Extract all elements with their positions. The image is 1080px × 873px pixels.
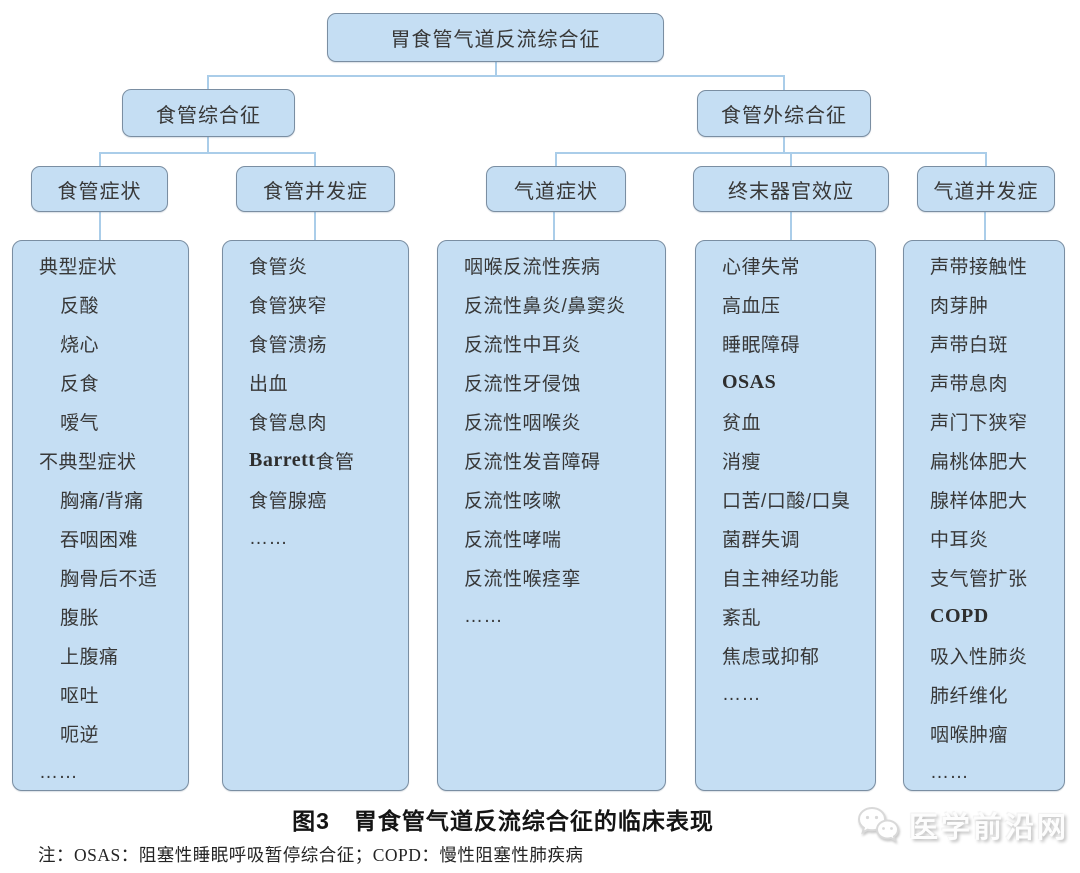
list-item: 声带息肉: [930, 374, 1009, 395]
list-end-organ-effects: 心律失常高血压睡眠障碍 OSAS 贫血消瘦口苦/口酸/口臭菌群失调自主神经功能紊乱焦…: [695, 240, 876, 791]
watermark-text: 医学前沿网: [909, 812, 1070, 844]
figure-title: 胃食管气道反流综合征的临床表现: [353, 808, 714, 834]
header-esophageal-symptoms: 食管症状: [31, 166, 168, 212]
header-end-organ-effects: 终末器官效应: [693, 166, 889, 212]
list-item: 扁桃体肥大: [930, 452, 1028, 473]
list-item: 中耳炎: [930, 530, 989, 551]
connector-line: [100, 152, 316, 154]
list-item: 自主神经功能: [722, 569, 840, 590]
list-item: ……: [722, 683, 761, 705]
node-root: 胃食管气道反流综合征: [327, 13, 664, 62]
list-item: 声门下狭窄: [930, 413, 1028, 434]
list-esophageal-symptoms: 典型症状反酸烧心反食嗳气不典型症状胸痛/背痛吞咽困难胸骨后不适腹胀上腹痛呕吐呃逆…: [12, 240, 189, 791]
list-item: OSAS: [722, 363, 875, 402]
list-item: 反流性咽喉炎: [464, 413, 582, 434]
list-item: ……: [464, 605, 503, 627]
list-item: 呕吐: [60, 686, 100, 707]
list-item: 典型症状: [39, 257, 118, 278]
list-item: 口苦/口酸/口臭: [722, 491, 851, 512]
connector-line: [99, 152, 101, 167]
latin-term: OSAS: [722, 371, 777, 393]
list-item: 反流性喉痉挛: [464, 569, 582, 590]
list-item: 食管溃疡: [249, 335, 328, 356]
latin-term: COPD: [930, 605, 989, 627]
connector-line: [556, 152, 987, 154]
list-item: 反流性中耳炎: [464, 335, 582, 356]
node-esophageal-syndrome: 食管综合征: [122, 89, 295, 137]
list-item: 上腹痛: [60, 647, 119, 668]
list-item: 腹胀: [60, 608, 100, 629]
list-item: 腺样体肥大: [930, 491, 1028, 512]
list-item: 高血压: [722, 296, 781, 317]
connector-line: [783, 136, 785, 153]
list-item: 反流性鼻炎/鼻窦炎: [464, 296, 626, 317]
list-item: 反流性发音障碍: [464, 452, 601, 473]
connector-line: [314, 211, 316, 241]
connector-line: [495, 62, 497, 76]
list-item: 肉芽肿: [930, 296, 989, 317]
list-item: ……: [930, 761, 969, 783]
figure-caption: 图3 胃食管气道反流综合征的临床表现: [0, 802, 1006, 836]
node-extraesophageal-syndrome: 食管外综合征: [697, 90, 871, 137]
list-airway-complications: 声带接触性肉芽肿声带白斑声带息肉声门下狭窄扁桃体肥大腺样体肥大中耳炎支气管扩张 C…: [903, 240, 1065, 791]
list-item: 反流性牙侵蚀: [464, 374, 582, 395]
list-item: 吸入性肺炎: [930, 647, 1028, 668]
list-item: 肺纤维化: [930, 686, 1009, 707]
list-item: COPD: [930, 597, 1064, 636]
connector-line: [783, 75, 785, 91]
connector-line: [208, 75, 785, 77]
list-item: 支气管扩张: [930, 569, 1028, 590]
list-item: 睡眠障碍: [722, 335, 801, 356]
list-item: 胸痛/背痛: [60, 491, 144, 512]
header-airway-complications: 气道并发症: [917, 166, 1055, 212]
list-item: 咽喉肿瘤: [930, 725, 1009, 746]
list-item: 紊乱: [722, 608, 762, 629]
list-item: 焦虑或抑郁: [722, 647, 820, 668]
list-item: 食管炎: [249, 257, 308, 278]
list-item: 嗳气: [60, 413, 100, 434]
list-item: 不典型症状: [39, 452, 137, 473]
list-item: 声带白斑: [930, 335, 1009, 356]
connector-line: [99, 211, 101, 241]
list-item: 反食: [60, 374, 100, 395]
connector-line: [985, 152, 987, 167]
list-item: 反酸: [60, 296, 100, 317]
list-item: 吞咽困难: [60, 530, 139, 551]
header-esophageal-complications: 食管并发症: [236, 166, 395, 212]
list-item: ……: [249, 527, 288, 549]
list-item: 食管腺癌: [249, 491, 328, 512]
connector-line: [790, 211, 792, 241]
list-item: 反流性哮喘: [464, 530, 562, 551]
connector-line: [790, 152, 792, 167]
list-item: 心律失常: [722, 257, 801, 278]
connector-line: [553, 211, 555, 241]
list-item: 菌群失调: [722, 530, 801, 551]
list-item: 胸骨后不适: [60, 569, 158, 590]
list-item: 反流性咳嗽: [464, 491, 562, 512]
connector-line: [207, 75, 209, 90]
list-item: ……: [39, 761, 78, 783]
latin-term: Barrett: [249, 449, 316, 471]
list-item: 咽喉反流性疾病: [464, 257, 601, 278]
watermark: 医学前沿网: [855, 804, 1069, 846]
list-item: 烧心: [60, 335, 100, 356]
wechat-bubbles-icon: [855, 805, 901, 845]
list-item: 呃逆: [60, 725, 100, 746]
list-airway-symptoms: 咽喉反流性疾病反流性鼻炎/鼻窦炎反流性中耳炎反流性牙侵蚀反流性咽喉炎反流性发音障…: [437, 240, 666, 791]
list-item: 出血: [249, 374, 289, 395]
connector-line: [984, 211, 986, 241]
footnote: 注：OSAS：阻塞性睡眠呼吸暂停综合征；COPD：慢性阻塞性肺疾病: [38, 845, 584, 865]
header-airway-symptoms: 气道症状: [486, 166, 626, 212]
list-item: 声带接触性: [930, 257, 1028, 278]
list-item: 贫血: [722, 413, 762, 434]
figure-number: 图3: [292, 808, 330, 834]
list-item: 消瘦: [722, 452, 762, 473]
list-item: 食管息肉: [249, 413, 328, 434]
connector-line: [555, 152, 557, 167]
list-item: 食管狭窄: [249, 296, 328, 317]
connector-line: [207, 136, 209, 153]
connector-line: [314, 152, 316, 167]
